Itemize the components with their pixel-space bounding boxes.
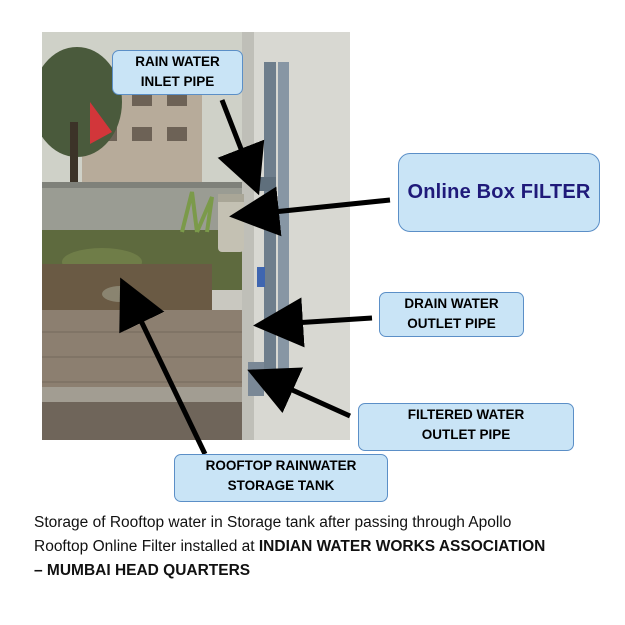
label-rain-water-inlet-line2: INLET PIPE xyxy=(140,74,215,89)
caption-line3: – MUMBAI HEAD QUARTERS xyxy=(34,559,604,583)
arrow-rain-water-inlet xyxy=(217,99,265,196)
label-filtered-water-outlet-line2: OUTLET PIPE xyxy=(421,427,511,442)
arrow-online-box-filter xyxy=(229,186,391,237)
label-drain-water-outlet: DRAIN WATER OUTLET PIPE xyxy=(379,292,524,337)
label-rooftop-storage-tank-line2: STORAGE TANK xyxy=(227,478,335,493)
label-online-box-filter: Online Box FILTER xyxy=(398,153,600,232)
caption-line2-bold: INDIAN WATER WORKS ASSOCIATION xyxy=(258,538,546,555)
label-rooftop-storage-tank-line1: ROOFTOP RAINWATER xyxy=(205,458,357,473)
caption: Storage of Rooftop water in Storage tank… xyxy=(34,511,604,583)
label-filtered-water-outlet: FILTERED WATER OUTLET PIPE xyxy=(358,403,574,451)
arrow-drain-water-outlet xyxy=(253,297,373,348)
arrow-filtered-water-outlet xyxy=(247,367,352,419)
arrow-rooftop-storage-tank xyxy=(119,277,208,456)
caption-line2-plain: Rooftop Online Filter installed at xyxy=(34,538,259,555)
label-rain-water-inlet: RAIN WATER INLET PIPE xyxy=(112,50,243,95)
label-drain-water-outlet-line2: OUTLET PIPE xyxy=(407,316,496,331)
label-drain-water-outlet-line1: DRAIN WATER xyxy=(404,296,499,311)
caption-line3-bold: – MUMBAI HEAD QUARTERS xyxy=(34,562,251,579)
caption-line2: Rooftop Online Filter installed at INDIA… xyxy=(34,535,604,559)
caption-line1: Storage of Rooftop water in Storage tank… xyxy=(34,514,512,531)
label-filtered-water-outlet-line1: FILTERED WATER xyxy=(407,407,525,422)
label-rain-water-inlet-line1: RAIN WATER xyxy=(135,54,220,69)
label-rooftop-storage-tank: ROOFTOP RAINWATER STORAGE TANK xyxy=(174,454,388,502)
label-online-box-filter-text: Online Box FILTER xyxy=(407,181,591,203)
